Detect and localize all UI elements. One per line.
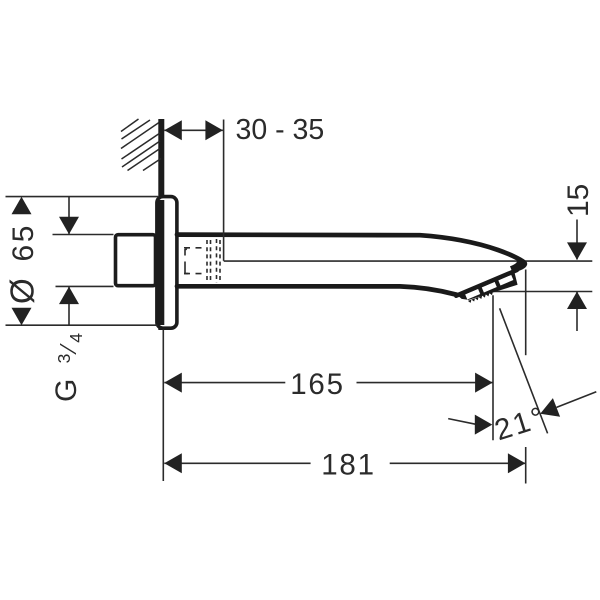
svg-text:30 - 35: 30 - 35 (236, 114, 325, 146)
svg-text:181: 181 (321, 449, 376, 482)
svg-text:21°: 21° (491, 400, 551, 447)
svg-text:15: 15 (562, 184, 595, 217)
svg-text:165: 165 (290, 368, 345, 401)
svg-text:G 3⁄4: G 3⁄4 (50, 330, 86, 402)
svg-text:65: 65 (7, 223, 40, 262)
svg-text:Ø: Ø (4, 278, 41, 304)
